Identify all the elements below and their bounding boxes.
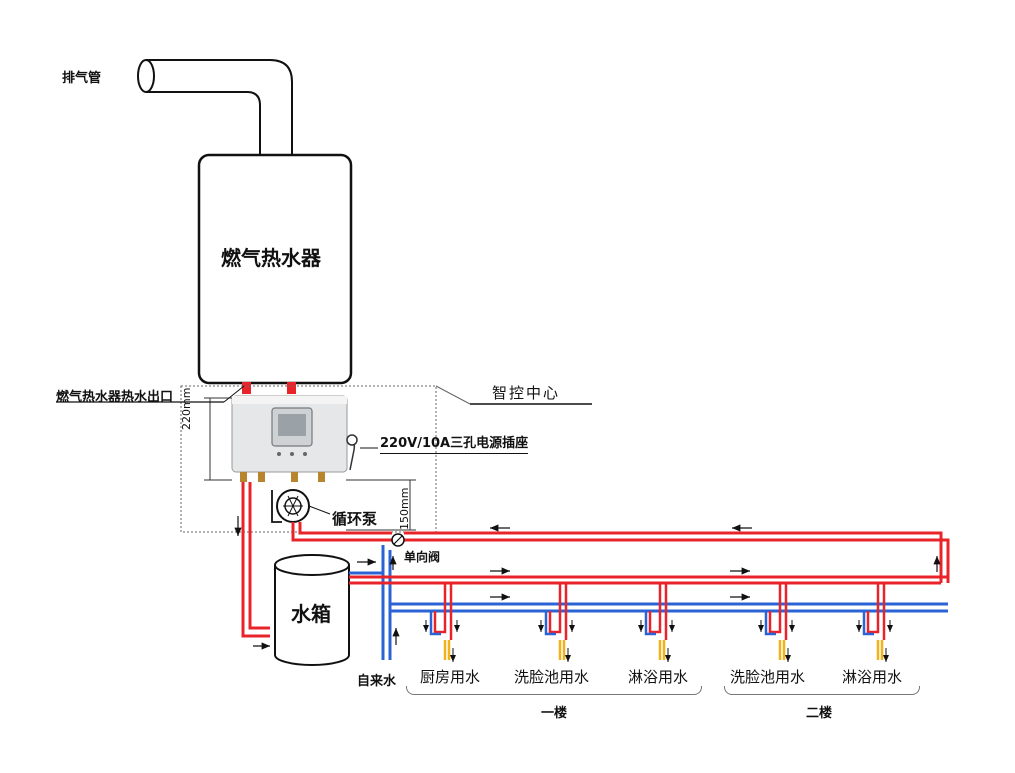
control-center-label: 智控中心	[492, 384, 561, 402]
floor1-label: 一楼	[541, 706, 568, 721]
kitchen-label: 厨房用水	[420, 668, 481, 686]
dim-220-label: 220mm	[180, 387, 193, 430]
sink2-fixture-drop	[758, 583, 795, 662]
kitchen-fixture-drop	[423, 583, 460, 662]
fixture-drops	[423, 583, 893, 662]
exhaust-pipe-label: 排气管	[62, 71, 102, 86]
hot-outlet-pipe	[241, 482, 270, 638]
shower2-fixture-drop	[856, 583, 893, 662]
sink2-label: 洗脸池用水	[730, 668, 806, 686]
pump-label: 循环泵	[332, 510, 378, 528]
sink1-label: 洗脸池用水	[514, 668, 590, 686]
dim-150-label: 150mm	[398, 487, 411, 530]
power-socket-label: 220V/10A三孔电源插座	[380, 432, 529, 454]
return-loop	[291, 522, 950, 583]
water-tank	[274, 554, 350, 666]
floor2-label: 二楼	[806, 706, 833, 721]
exhaust-pipe	[137, 59, 293, 156]
heater-inlet-nub	[287, 382, 296, 394]
tank-label: 水箱	[291, 602, 331, 626]
dimension-150	[346, 479, 416, 531]
tap-water-supply	[381, 545, 392, 660]
dimension-220	[204, 397, 232, 481]
shower2-label: 淋浴用水	[842, 668, 903, 686]
gas-water-heater	[197, 153, 353, 385]
hot-main	[349, 575, 948, 585]
floor1-brace	[406, 686, 702, 695]
circulation-pump	[271, 489, 331, 523]
heater-outlet-label: 燃气热水器热水出口	[56, 390, 174, 405]
tap-water-label: 自来水	[357, 674, 397, 689]
sink1-fixture-drop	[538, 583, 575, 662]
cold-main	[390, 602, 948, 613]
shower1-label: 淋浴用水	[628, 668, 689, 686]
floor2-brace	[724, 686, 920, 695]
shower1-fixture-drop	[638, 583, 675, 662]
smart-control-unit	[231, 395, 348, 482]
heater-label: 燃气热水器	[221, 246, 321, 270]
power-socket-icon	[346, 434, 358, 446]
check-valve-label: 单向阀	[404, 550, 441, 564]
heater-outlet-nub	[242, 382, 251, 394]
